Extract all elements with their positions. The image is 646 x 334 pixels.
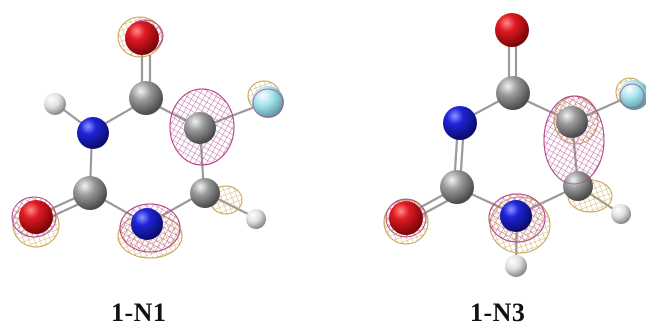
atom-carbon-c6-1-n1 (190, 178, 220, 208)
atom-hydrogen-ch-1-n3 (611, 204, 631, 224)
atom-hydrogen-ch-1-n1 (246, 209, 266, 229)
atom-carbon-c5-1-n3 (556, 106, 588, 138)
panel-1-n1 (11, 16, 284, 259)
panel-label-1-n3: 1-N3 (470, 298, 526, 327)
atom-hydrogen-nh-1-n1 (44, 93, 66, 115)
atom-carbon-c4-1-n1 (73, 176, 107, 210)
atom-nitrogen-n1-1-n1 (77, 117, 109, 149)
atom-carbon-c2-1-n3 (496, 76, 530, 110)
atom-oxygen-top-1-n3 (495, 13, 529, 47)
atom-fluorine-1-n1 (252, 86, 284, 118)
atom-nitrogen-n3-1-n3 (500, 200, 532, 232)
atom-carbon-c6-1-n3 (563, 171, 593, 201)
atom-nitrogen-n1-1-n3 (443, 106, 477, 140)
panel-label-1-n1: 1-N1 (111, 298, 167, 327)
atom-oxygen-bottom-1-n3 (389, 201, 423, 235)
panel-1-n3 (383, 13, 646, 277)
atom-oxygen-top-1-n1 (125, 21, 159, 55)
atom-carbon-c2-1-n1 (129, 81, 163, 115)
atom-fluorine-1-n3 (619, 80, 646, 110)
atom-hydrogen-nh-1-n3 (505, 255, 527, 277)
atom-carbon-c5-1-n1 (184, 112, 216, 144)
atom-oxygen-bottom-1-n1 (19, 200, 53, 234)
atom-carbon-c4-1-n3 (440, 170, 474, 204)
atom-nitrogen-n3-1-n1 (131, 208, 163, 240)
